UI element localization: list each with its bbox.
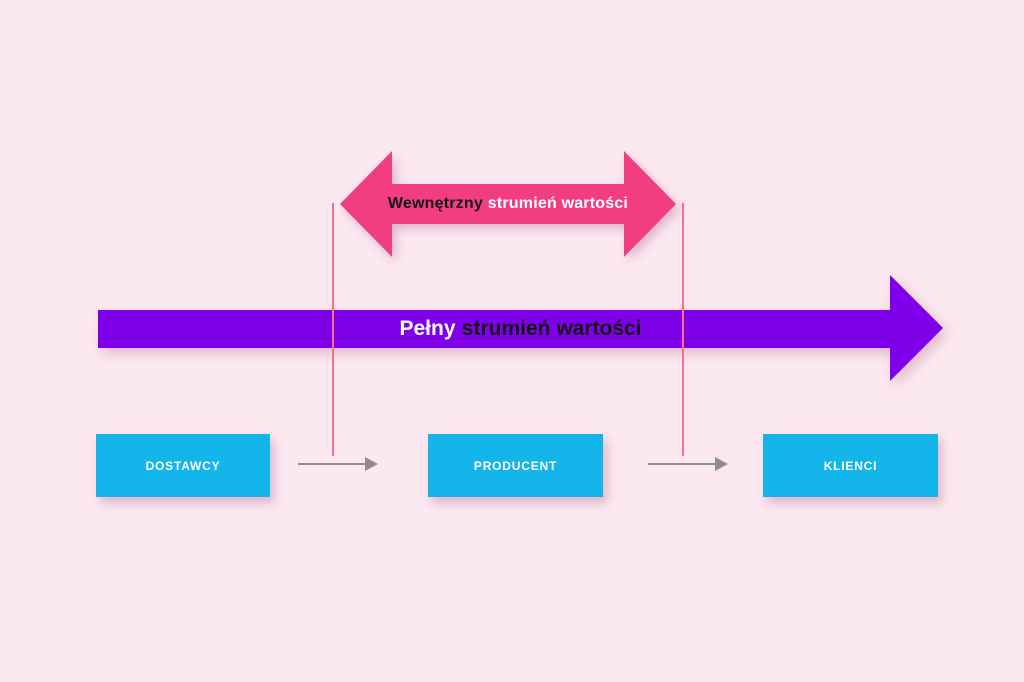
internal-value-stream-arrow: Wewnętrzny strumień wartości bbox=[340, 151, 676, 257]
full-stream-label: Pełny strumień wartości bbox=[98, 310, 943, 348]
double-arrow-shape bbox=[340, 151, 676, 257]
connector-shaft bbox=[298, 462, 365, 466]
suppliers-box: DOSTAWCY bbox=[96, 434, 270, 497]
connector-suppliers-producer bbox=[298, 456, 378, 472]
boundary-line-right bbox=[682, 203, 684, 456]
double-headed-arrow-icon bbox=[340, 151, 676, 257]
customers-box-label: KLIENCI bbox=[823, 458, 878, 473]
full-arrow-shape bbox=[98, 275, 943, 381]
boundary-line-left bbox=[332, 203, 334, 456]
internal-stream-label-suffix: strumień wartości bbox=[487, 195, 629, 212]
connector-producer-customers bbox=[648, 456, 728, 472]
full-stream-label-prefix: Pełny bbox=[399, 317, 456, 340]
arrow-right-head-icon bbox=[365, 457, 378, 471]
right-arrow-icon bbox=[98, 275, 943, 381]
arrow-right-head-icon bbox=[715, 457, 728, 471]
customers-box: KLIENCI bbox=[763, 434, 938, 497]
internal-stream-label: Wewnętrzny strumień wartości bbox=[340, 151, 676, 257]
suppliers-box-label: DOSTAWCY bbox=[145, 458, 221, 473]
connector-shaft bbox=[648, 462, 715, 466]
producer-box-label: PRODUCENT bbox=[473, 458, 558, 473]
internal-stream-label-prefix: Wewnętrzny bbox=[387, 195, 483, 212]
full-stream-label-suffix: strumień wartości bbox=[461, 317, 642, 340]
producer-box: PRODUCENT bbox=[428, 434, 603, 497]
full-value-stream-arrow: Pełny strumień wartości bbox=[98, 275, 943, 381]
